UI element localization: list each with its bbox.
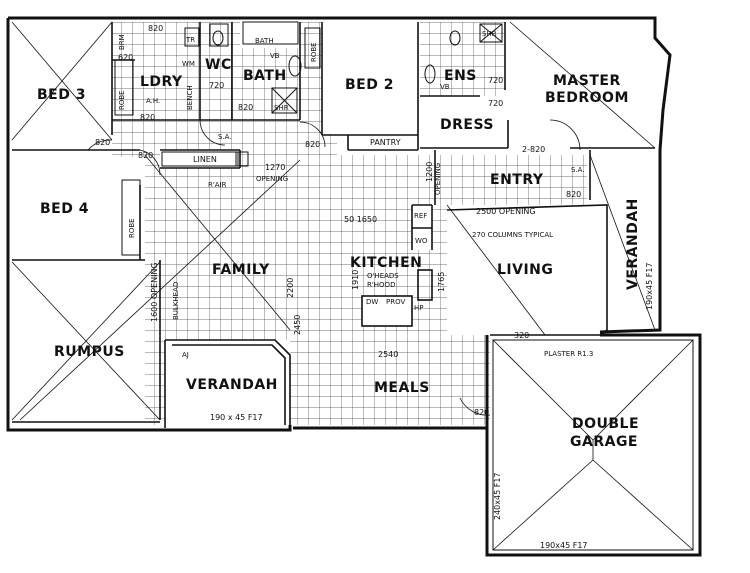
room-bed3: BED 3 [37,87,86,103]
dim-1650: 50 1650 [344,215,377,224]
label-opening-entry: OPENING [434,163,442,195]
dim-1600-opening: 1600 OPENING [150,262,159,322]
dim-2450: 2450 [293,315,302,335]
fixtures [114,21,503,256]
label-bath-tub: BATH [255,37,274,45]
dim-320: 320 [514,331,529,340]
label-sa-hall: S.A. [218,133,232,141]
room-bed2: BED 2 [345,77,394,93]
label-rair: R'AIR [208,181,227,189]
dim-1200: 1200 [425,162,434,182]
dim-820-meals: 820 [474,408,489,417]
label-shr-bath: SHR [274,104,289,112]
dim-620: 620 [118,53,133,62]
dim-820-ldry: 820 [140,113,155,122]
label-aj: AJ [182,351,189,359]
label-rhood: R'HOOD [367,281,395,289]
dim-820-entry: 820 [566,190,581,199]
room-entry: ENTRY [490,172,544,188]
walls [6,16,702,557]
label-opening-hall: OPENING [256,175,288,183]
room-pantry: PANTRY [370,138,401,147]
label-sa-entry: S.A. [571,166,585,174]
beam-garage: 190x45 F17 [540,541,588,550]
room-rumpus: RUMPUS [54,344,125,360]
label-dw: DW [366,298,378,306]
room-linen: LINEN [193,155,217,164]
dim-720-ens: 720 [488,76,503,85]
label-prov: PROV [386,298,405,306]
label-vb-ens: VB [440,83,450,91]
label-tr: TR [185,36,195,44]
room-ens: ENS [444,68,477,84]
label-robe-bed3: ROBE [118,90,126,110]
label-bench: BENCH [186,85,194,110]
label-ah: A.H. [146,97,160,105]
room-wc: WC [205,57,232,73]
label-wo: WO [415,237,428,245]
dim-820-hall: 820 [138,151,153,160]
label-bulkhead: BULKHEAD [172,282,180,320]
dim-2500-opening: 2500 OPENING [476,207,536,216]
beam-verandah-left: 190 x 45 F17 [210,413,263,422]
dim-2540: 2540 [378,350,398,359]
room-kitchen: KITCHEN [350,255,422,271]
room-master-line2: BEDROOM [545,90,629,106]
room-garage-line2: GARAGE [570,434,638,450]
label-plaster: PLASTER R1.3 [544,350,593,358]
dim-1910: 1910 [351,270,360,290]
room-family: FAMILY [212,262,270,278]
room-ldry: LDRY [140,74,183,90]
label-brm: BRM [118,34,126,50]
label-shr-ens: SHR [482,30,497,38]
room-verandah-right: VERANDAH [625,198,641,290]
label-robe-bed2: ROBE [310,42,318,62]
label-wm: WM [182,60,195,68]
label-robe-bed4: ROBE [128,218,136,238]
room-master-line1: MASTER [553,73,621,89]
room-meals: MEALS [374,380,430,396]
door-swings [87,119,581,416]
dim-1270: 1270 [265,163,285,172]
dim-820-ldry-top: 820 [148,24,163,33]
roof-lines [11,21,694,551]
room-living: LIVING [497,262,553,278]
dim-820-bed3: 820 [95,138,110,147]
dim-820-bed2: 820 [305,140,320,149]
room-garage-line1: DOUBLE [572,416,639,432]
room-bed4: BED 4 [40,201,89,217]
room-bath: BATH [243,68,287,84]
room-verandah-left: VERANDAH [186,377,278,393]
label-ref: REF [414,212,427,220]
dim-1765: 1765 [437,272,446,292]
dim-820-bath: 820 [238,103,253,112]
label-vb-bath: VB [270,52,280,60]
dim-720-wc: 720 [209,81,224,90]
dim-2200: 2200 [286,278,295,298]
beam-garage-side: 240x45 F17 [493,472,502,520]
label-columns: 270 COLUMNS TYPICAL [472,231,553,239]
beam-verandah-right: 190x45 F17 [645,262,654,310]
label-hp: HP [414,304,424,312]
dim-2-820: 2-820 [522,145,545,154]
dim-720-dress: 720 [488,99,503,108]
label-oheads: O'HEADS [367,272,399,280]
room-dress: DRESS [440,117,494,133]
